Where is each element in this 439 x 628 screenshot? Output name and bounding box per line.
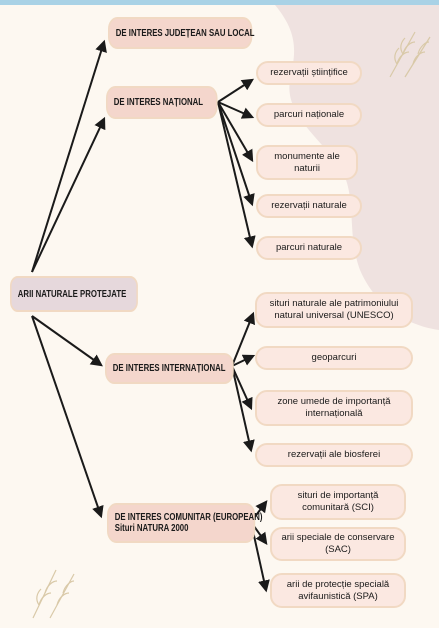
leaf-monumente-ale-naturii: monumente ale naturii bbox=[256, 145, 358, 180]
category-community-title: DE INTERES COMUNITAR (EUROPEAN) bbox=[114, 512, 263, 523]
wheat-sprig-icon bbox=[32, 569, 75, 619]
leaf-rezervatii-biosferei: rezervații ale biosferei bbox=[255, 443, 413, 467]
leaf-rezervatii-naturale: rezervații naturale bbox=[256, 194, 362, 218]
category-community-subtitle: Situri NATURA 2000 bbox=[114, 523, 189, 534]
leaf-sci: situri de importanță comunitară (SCI) bbox=[270, 484, 406, 520]
leaf-spa: arii de protecție specială avifaunistică… bbox=[270, 573, 406, 608]
category-international: DE INTERES INTERNAȚIONAL bbox=[105, 353, 234, 384]
wheat-sprig-icon bbox=[389, 31, 431, 78]
category-community: DE INTERES COMUNITAR (EUROPEAN) Situri N… bbox=[107, 503, 262, 543]
leaf-parcuri-nationale: parcuri naționale bbox=[256, 103, 362, 127]
category-national: DE INTERES NAȚIONAL bbox=[106, 86, 218, 119]
root-node: ARII NATURALE PROTEJATE bbox=[10, 276, 138, 312]
category-local: DE INTERES JUDEȚEAN SAU LOCAL bbox=[108, 17, 254, 49]
top-accent-bar bbox=[0, 0, 439, 5]
leaf-parcuri-naturale: parcuri naturale bbox=[256, 236, 362, 260]
leaf-situri-unesco: situri naturale ale patrimoniului natura… bbox=[255, 292, 413, 328]
leaf-zone-umede: zone umede de importanță internațională bbox=[255, 390, 413, 426]
leaf-rezervatii-stiintifice: rezervații științifice bbox=[256, 61, 362, 85]
leaf-sac: arii speciale de conservare (SAC) bbox=[270, 527, 406, 561]
leaf-geoparcuri: geoparcuri bbox=[255, 346, 413, 370]
